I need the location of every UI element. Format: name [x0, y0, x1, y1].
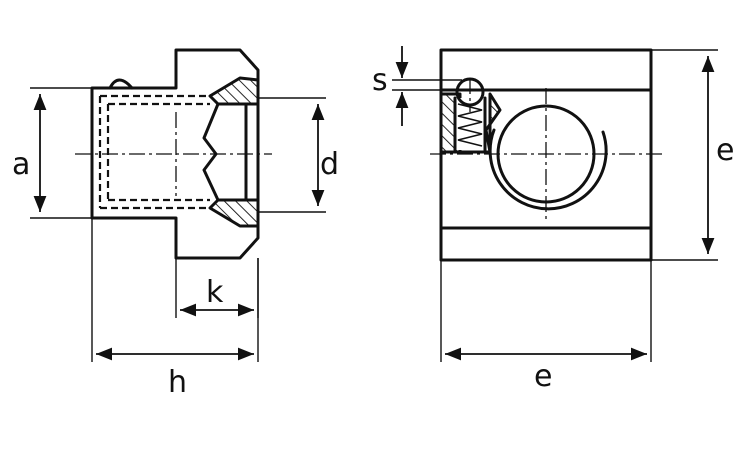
dimension-s: s: [372, 46, 462, 126]
dimension-e-height: e: [651, 49, 734, 261]
label-k: k: [206, 275, 224, 310]
dimension-d: d: [258, 97, 339, 213]
side-view: [75, 48, 272, 260]
label-d: d: [320, 147, 339, 182]
dimension-h: h: [91, 218, 259, 400]
thread-bore-dashed: [98, 94, 210, 210]
side-view-outline: [90, 48, 260, 260]
label-s: s: [372, 63, 388, 98]
label-a: a: [12, 147, 30, 182]
front-view: [430, 48, 662, 262]
spring-coil: [457, 103, 483, 147]
hatched-section-top: [208, 76, 260, 106]
label-h: h: [168, 365, 187, 400]
hatched-section-bottom: [208, 198, 260, 228]
label-e-width: e: [534, 359, 552, 394]
spring-bore-walls: [453, 96, 487, 152]
dimension-e-width: e: [440, 260, 652, 394]
dimension-k: k: [175, 258, 259, 318]
section-bore-lines: [202, 102, 248, 202]
thread-hole-outer-arc: [488, 128, 608, 211]
spring-ball-bump: [108, 78, 134, 90]
front-view-outline: [439, 48, 653, 262]
label-e-height: e: [716, 133, 734, 168]
dimension-a: a: [12, 87, 92, 219]
